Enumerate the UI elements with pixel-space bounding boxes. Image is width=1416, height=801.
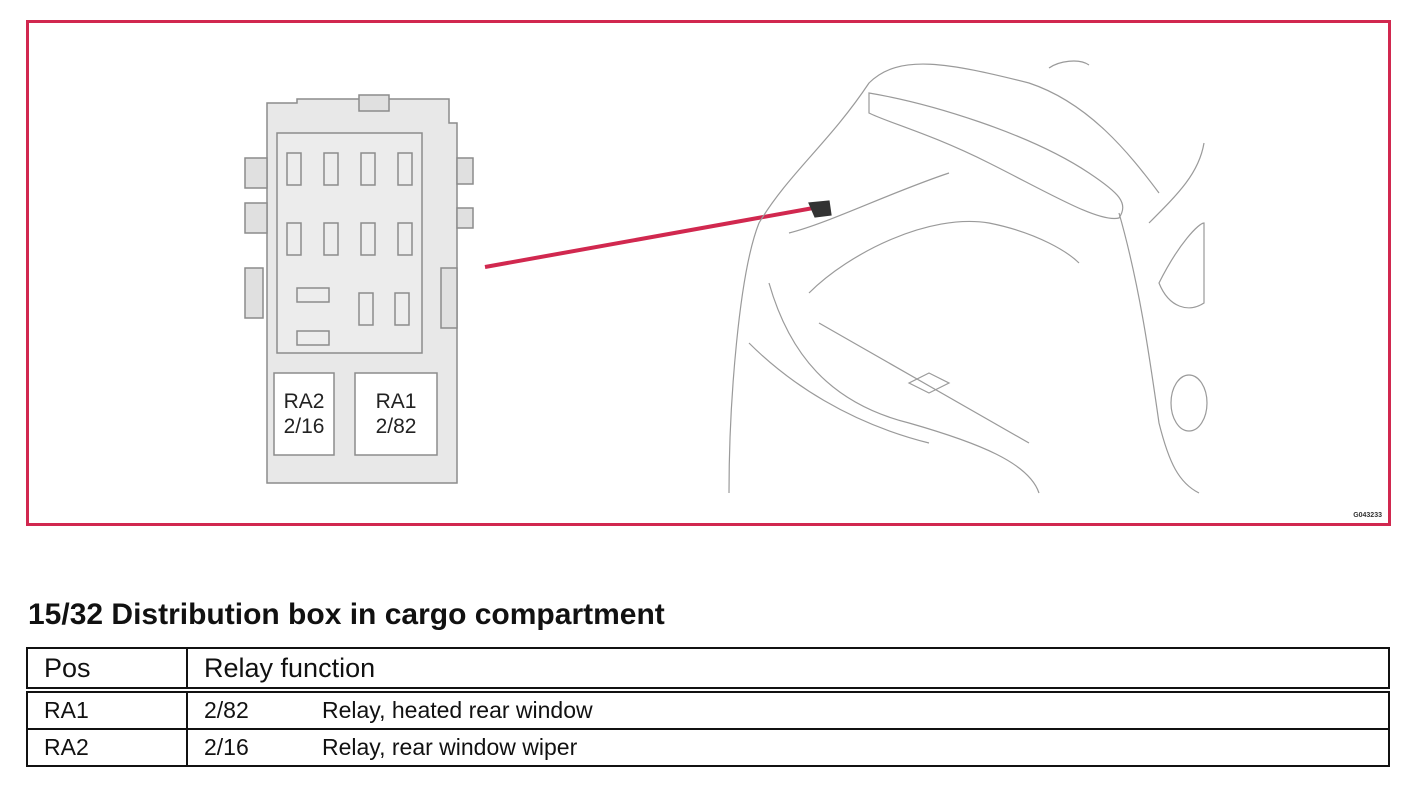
relay-number: 2/16 <box>283 415 325 438</box>
relay-number: 2/82 <box>375 415 417 438</box>
figure-code: G043233 <box>1353 512 1382 519</box>
relay-table: Pos Relay function RA1 2/82 Relay, heated… <box>26 647 1390 767</box>
header-pos: Pos <box>26 647 188 691</box>
table-row: RA2 2/16 Relay, rear window wiper <box>26 728 1390 767</box>
cell-code: 2/82 <box>204 697 249 723</box>
cell-function: 2/82 Relay, heated rear window <box>186 689 1390 730</box>
cell-code: 2/16 <box>204 734 249 760</box>
figure-frame: RA2 2/16 RA1 2/82 G043233 <box>26 20 1391 526</box>
header-function: Relay function <box>186 647 1390 691</box>
relay-name: RA2 <box>283 390 325 413</box>
page-title: 15/32 Distribution box in cargo compartm… <box>28 598 665 631</box>
table-header-row: Pos Relay function <box>26 647 1390 691</box>
cell-pos: RA1 <box>26 689 188 730</box>
cell-pos: RA2 <box>26 728 188 767</box>
relay-label-right: RA1 2/82 <box>355 389 437 439</box>
table-row: RA1 2/82 Relay, heated rear window <box>26 689 1390 730</box>
relay-label-left: RA2 2/16 <box>274 389 334 439</box>
cell-function: 2/16 Relay, rear window wiper <box>186 728 1390 767</box>
distribution-box-drawing <box>244 94 474 484</box>
relay-name: RA1 <box>375 390 417 413</box>
illustration <box>244 60 1208 494</box>
cargo-compartment-drawing <box>728 60 1208 494</box>
cell-description: Relay, heated rear window <box>322 697 593 723</box>
cell-description: Relay, rear window wiper <box>322 734 578 760</box>
pointer-line <box>484 205 820 269</box>
